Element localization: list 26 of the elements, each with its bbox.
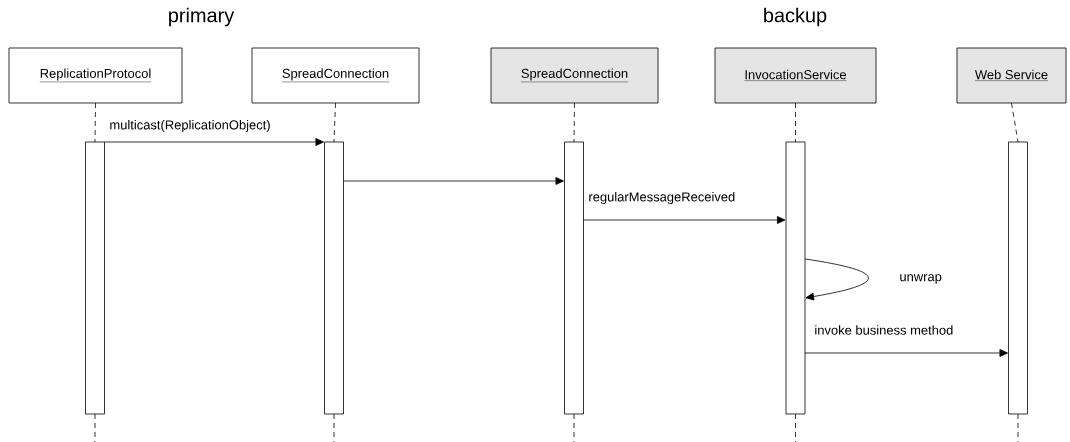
group-title: backup xyxy=(764,7,827,27)
activation-bar xyxy=(785,141,806,415)
message-arrow xyxy=(804,349,1008,357)
self-message-arrow xyxy=(804,258,869,301)
activation-bar xyxy=(1008,141,1028,415)
message-label: invoke business method xyxy=(815,325,953,335)
message-arrow xyxy=(104,138,324,146)
lifeline xyxy=(333,102,336,143)
object-box: ReplicationProtocol xyxy=(8,47,183,104)
message-arrow xyxy=(583,216,786,224)
lifeline xyxy=(94,102,96,143)
activation-bar xyxy=(324,141,344,415)
lifeline xyxy=(573,102,575,143)
activation-bar xyxy=(85,141,105,415)
message-label: regularMessageReceived xyxy=(589,191,735,205)
lifeline xyxy=(795,102,796,143)
object-box: SpreadConnection xyxy=(251,47,420,104)
message-label: multicast(ReplicationObject) xyxy=(110,119,270,133)
object-box: SpreadConnection xyxy=(490,47,659,104)
object-box: Web Service xyxy=(956,47,1067,104)
activation-bar xyxy=(564,141,584,415)
message-arrow xyxy=(343,177,564,185)
object-box: InvocationService xyxy=(714,47,877,104)
lifeline xyxy=(1011,102,1019,143)
message-label: unwrap xyxy=(900,274,942,284)
group-title: primary xyxy=(169,7,235,27)
